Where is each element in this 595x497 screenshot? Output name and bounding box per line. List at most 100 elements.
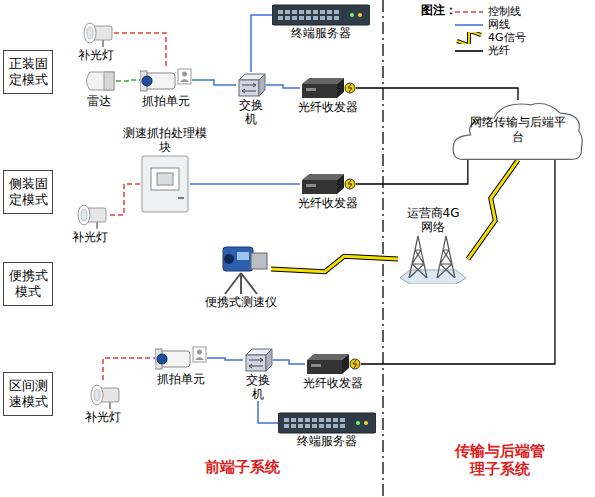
icon-part [342,354,349,374]
icon-part [312,418,317,422]
bolt-sample [457,32,481,44]
icon-part [157,354,167,364]
mode-box: 侧装固定模式 [3,170,53,214]
line-sample [455,11,483,13]
icon-part [272,5,370,25]
camera-icon [140,66,192,94]
connector-line [356,88,518,100]
node-label: 光纤收发器 [298,196,358,210]
signal-4g [468,160,518,259]
icon-part [437,236,455,278]
icon-part [278,10,283,14]
icon-part [224,254,234,264]
icon-part [242,83,256,93]
legend-sample [454,32,484,44]
icon-part [87,72,115,90]
connector [356,160,468,184]
icon-part [292,16,297,20]
icon-part [278,16,283,20]
legend-sample [454,45,484,57]
icon-part [298,418,303,422]
device-node: 补光灯 [72,200,108,244]
icon-part [142,156,188,212]
mode-box: 正装固定模式 [3,50,53,94]
icon-part [350,359,360,369]
icon-part [306,10,311,14]
device-node: 测速抓拍处理模块 [120,126,210,214]
legend-row: 控制线 [454,6,526,18]
icon-part [313,10,318,14]
icon-part [151,168,179,190]
icon-part [311,364,321,367]
icon-part [409,236,427,278]
device-node: 交换机 [236,72,266,126]
node-label: 抓拍单元 [157,372,205,386]
connector-line [192,80,236,85]
icon-part [193,347,206,362]
portable-icon [211,243,271,295]
mode-box: 便携式模式 [3,262,53,306]
icon-part [356,421,360,425]
legend-sample [454,19,484,31]
device-node: 光纤收发器 [298,76,358,114]
device-node: 交换机 [243,347,273,401]
icon-part [337,174,344,194]
connector [114,33,166,66]
icon-part [291,418,296,422]
device-node: 抓拍单元 [155,344,207,386]
icon-part [292,10,297,14]
icon-part [237,252,249,260]
bolt-outline [468,160,518,259]
device-node: 终端服务器 [272,4,370,40]
icon-part [326,424,331,428]
icon-part [284,424,289,428]
connector-line [251,15,272,72]
icon-part [302,174,344,180]
connector-line [356,160,468,184]
line-sample [455,24,483,26]
node-label: 交换机 [238,98,264,126]
radar-icon [82,68,116,94]
icon-part [84,23,96,43]
node-label: 补光灯 [85,410,121,424]
node-label: 网络传输与后端平台 [468,115,568,145]
connector-line [273,360,305,364]
connector-line [190,183,300,185]
icon-part [350,13,354,17]
icon-part [348,84,352,92]
bolt-sample [457,32,481,44]
icon-part [319,418,324,422]
icon-part [358,13,362,17]
icon-part [142,76,152,86]
icon-part [81,209,87,221]
device-node: 光纤收发器 [298,172,358,210]
subsystem-label: 传输与后端管理子系统 [452,442,548,478]
legend-sample [454,6,484,18]
icon-part [239,80,259,96]
legend-text: 网线 [488,19,510,31]
fiber-icon [305,352,361,376]
icon-part [285,16,290,20]
node-label: 补光灯 [78,48,114,62]
tower-icon [398,234,468,284]
node-label: 运营商4G网络 [401,206,465,234]
connector [103,358,155,380]
connector-line [266,85,300,88]
icon-part [291,424,296,428]
connector [356,88,518,100]
icon-part [306,16,311,20]
legend-row: 网线 [454,19,526,31]
mode-label: 侧装固定模式 [8,176,48,208]
lamp-icon [85,380,121,410]
icon-part [302,180,337,194]
connector [192,80,236,85]
icon-part [334,16,339,20]
mode-label: 区间测速模式 [8,378,48,410]
icon-part [327,10,332,14]
switch-icon [243,347,273,373]
divider-line [382,0,384,497]
mode-label: 便携式模式 [8,268,48,300]
connector [361,160,555,364]
legend-text: 光纤 [488,45,510,57]
line-sample [455,50,483,52]
